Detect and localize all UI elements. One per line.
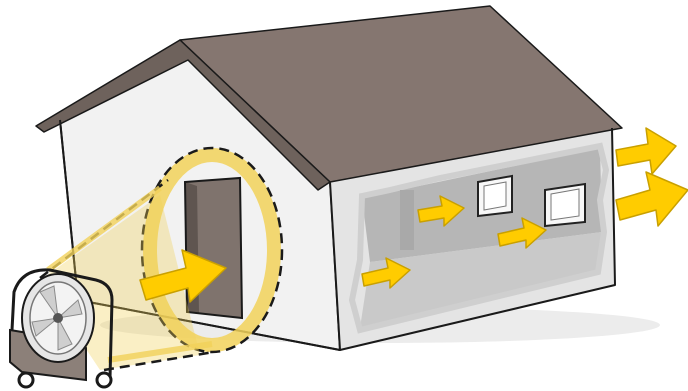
arrow-exit-upper [616,128,676,174]
window-left [478,176,512,216]
fan-wheel-left [19,373,33,387]
window-right [545,184,585,226]
fan-wheel-right [97,373,111,387]
interior-pillar [400,190,414,250]
arrow-exit-lower [616,172,688,226]
fan-hub [53,313,63,323]
